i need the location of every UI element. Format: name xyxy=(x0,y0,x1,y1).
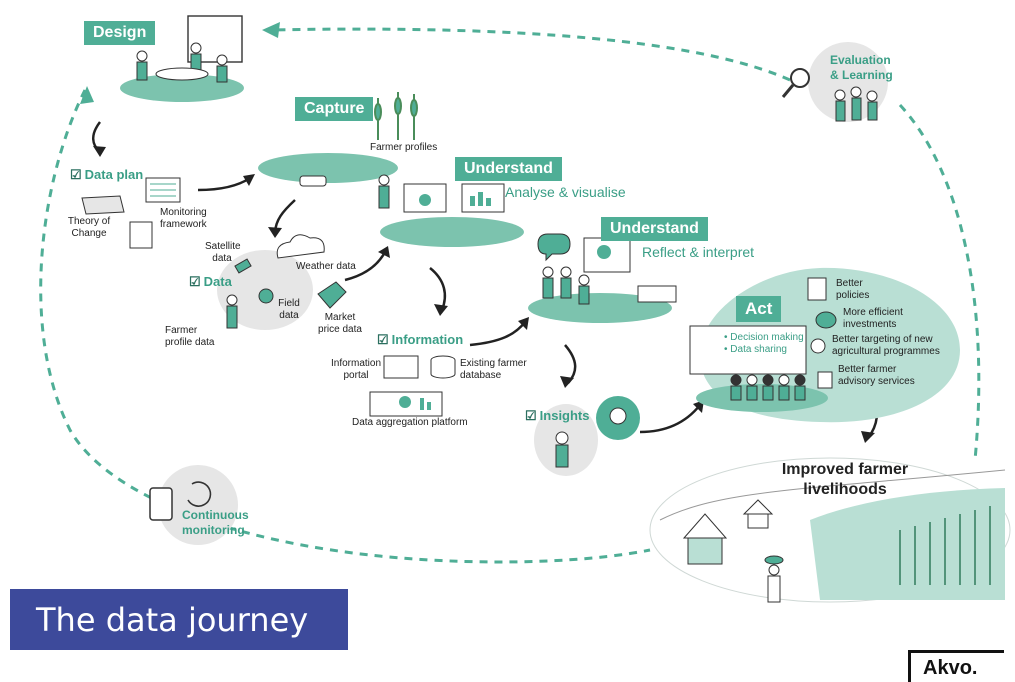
evaluation-people xyxy=(834,86,878,122)
design-people xyxy=(136,42,228,83)
design-platform xyxy=(120,74,244,102)
arrow-understand-info xyxy=(429,267,447,311)
page-title: The data journey xyxy=(36,601,309,639)
act-board xyxy=(689,325,807,375)
arrowhead-6 xyxy=(518,317,529,330)
monitoring-framework-label: Monitoring framework xyxy=(160,207,207,230)
stage-design-label: Design xyxy=(84,21,156,45)
logo-text: Akvo. xyxy=(923,657,978,679)
targeting-icon xyxy=(810,338,826,354)
checkbox-icon: ☑ xyxy=(70,167,82,182)
refresh-cycle-icon xyxy=(187,481,212,507)
checkbox-icon: ☑ xyxy=(377,332,389,347)
stage-understand-analyse-sub: Analyse & visualise xyxy=(505,184,626,200)
stage-capture-label: Capture xyxy=(295,97,374,121)
stage-understand-reflect-label: Understand xyxy=(601,217,708,241)
design-table xyxy=(155,67,209,81)
existing-farmer-database-label: Existing farmer database xyxy=(460,358,527,381)
weather-cloud-icon xyxy=(276,234,325,259)
reflect-laptop xyxy=(637,285,677,303)
act-board-line1: • Decision making xyxy=(724,332,804,343)
stage-understand-analyse-label: Understand xyxy=(455,157,562,181)
lightbulb-icon xyxy=(596,396,640,440)
satellite-icon xyxy=(234,258,252,274)
act-platform xyxy=(696,384,828,412)
outcome-targeting-label: Better targeting of new agricultural pro… xyxy=(832,334,940,357)
arrowhead-4 xyxy=(378,246,390,258)
market-price-data-label: Market price data xyxy=(318,312,362,335)
arrow-insights-act xyxy=(639,404,701,434)
theory-of-change-label: Theory of Change xyxy=(67,216,111,239)
capture-platform xyxy=(258,153,398,183)
investment-bag-icon xyxy=(815,311,837,329)
market-price-tag-icon xyxy=(317,281,347,309)
fields-hill xyxy=(810,488,1005,600)
title-banner: The data journey xyxy=(10,589,348,650)
information-portal-label: Information portal xyxy=(330,358,382,381)
outcome-advisory-label: Better farmer advisory services xyxy=(838,364,915,387)
arrow-data-understand xyxy=(344,251,387,282)
data-plan-heading: ☑Data plan xyxy=(70,167,144,182)
stage-understand-reflect-sub: Reflect & interpret xyxy=(642,244,755,260)
harvest-basket xyxy=(299,175,327,187)
field-data-label: Field data xyxy=(278,298,300,321)
outcome-policies-label: Better policies xyxy=(836,278,870,301)
field-pin-icon xyxy=(258,288,274,304)
arrowhead-3 xyxy=(268,227,282,238)
policies-doc-icon xyxy=(807,277,827,301)
data-aggregation-platform-label: Data aggregation platform xyxy=(352,417,468,428)
tablet-icon xyxy=(149,487,173,521)
farmer-figure xyxy=(226,294,238,329)
insights-person xyxy=(555,431,569,468)
act-audience xyxy=(730,374,806,401)
arrowhead-7 xyxy=(560,376,574,388)
understand-analyse-platform xyxy=(380,217,524,247)
data-heading: ☑Data xyxy=(189,274,232,289)
stage-act-label: Act xyxy=(736,296,782,322)
outcome-investments-label: More efficient investments xyxy=(843,307,903,330)
arrow-plan-capture xyxy=(197,176,251,192)
speech-bubble-icon xyxy=(537,233,571,262)
advisory-info-icon xyxy=(817,371,833,389)
akvo-logo: Akvo. xyxy=(908,650,1004,682)
arrowhead-top xyxy=(262,22,280,38)
arrowhead-5 xyxy=(434,304,448,316)
improved-livelihoods-title: Improved farmer livelihoods xyxy=(781,461,909,498)
arrowhead-1 xyxy=(93,146,106,157)
weather-data-label: Weather data xyxy=(296,261,356,272)
crop-rows xyxy=(899,506,991,585)
farmer-profiles-label: Farmer profiles xyxy=(370,142,438,153)
arrowhead-left xyxy=(80,86,94,104)
evaluation-learning-label: Evaluation& Learning xyxy=(830,53,893,82)
checkbox-icon: ☑ xyxy=(189,274,201,289)
plan-report-doc xyxy=(129,221,153,249)
arrow-info-understand2 xyxy=(469,321,526,347)
dashed-loop-left xyxy=(39,89,651,564)
corn-plants-icon xyxy=(374,92,418,140)
insights-heading: ☑Insights xyxy=(525,408,590,423)
dashed-loop-top xyxy=(269,27,791,82)
villager-figure xyxy=(764,555,784,603)
arrowhead-9 xyxy=(861,431,875,443)
reflect-people xyxy=(542,266,590,305)
arrow-capture-data xyxy=(273,199,296,233)
act-board-line2: • Data sharing xyxy=(724,344,787,355)
huts-icon xyxy=(682,499,774,565)
checkbox-icon: ☑ xyxy=(525,408,537,423)
understand-reflect-platform xyxy=(528,293,672,323)
capture-person xyxy=(378,174,390,209)
satellite-data-label: Satellite data xyxy=(205,241,241,264)
magnifier-icon xyxy=(790,68,810,88)
arrowhead-2 xyxy=(243,174,255,186)
information-heading: ☑Information xyxy=(377,332,464,347)
farmer-profile-data-label: Farmer profile data xyxy=(165,325,215,348)
dashed-loop-right xyxy=(898,103,981,461)
information-portal-icon xyxy=(383,355,419,379)
continuous-blob xyxy=(158,465,238,545)
theory-of-change-doc xyxy=(81,195,125,215)
